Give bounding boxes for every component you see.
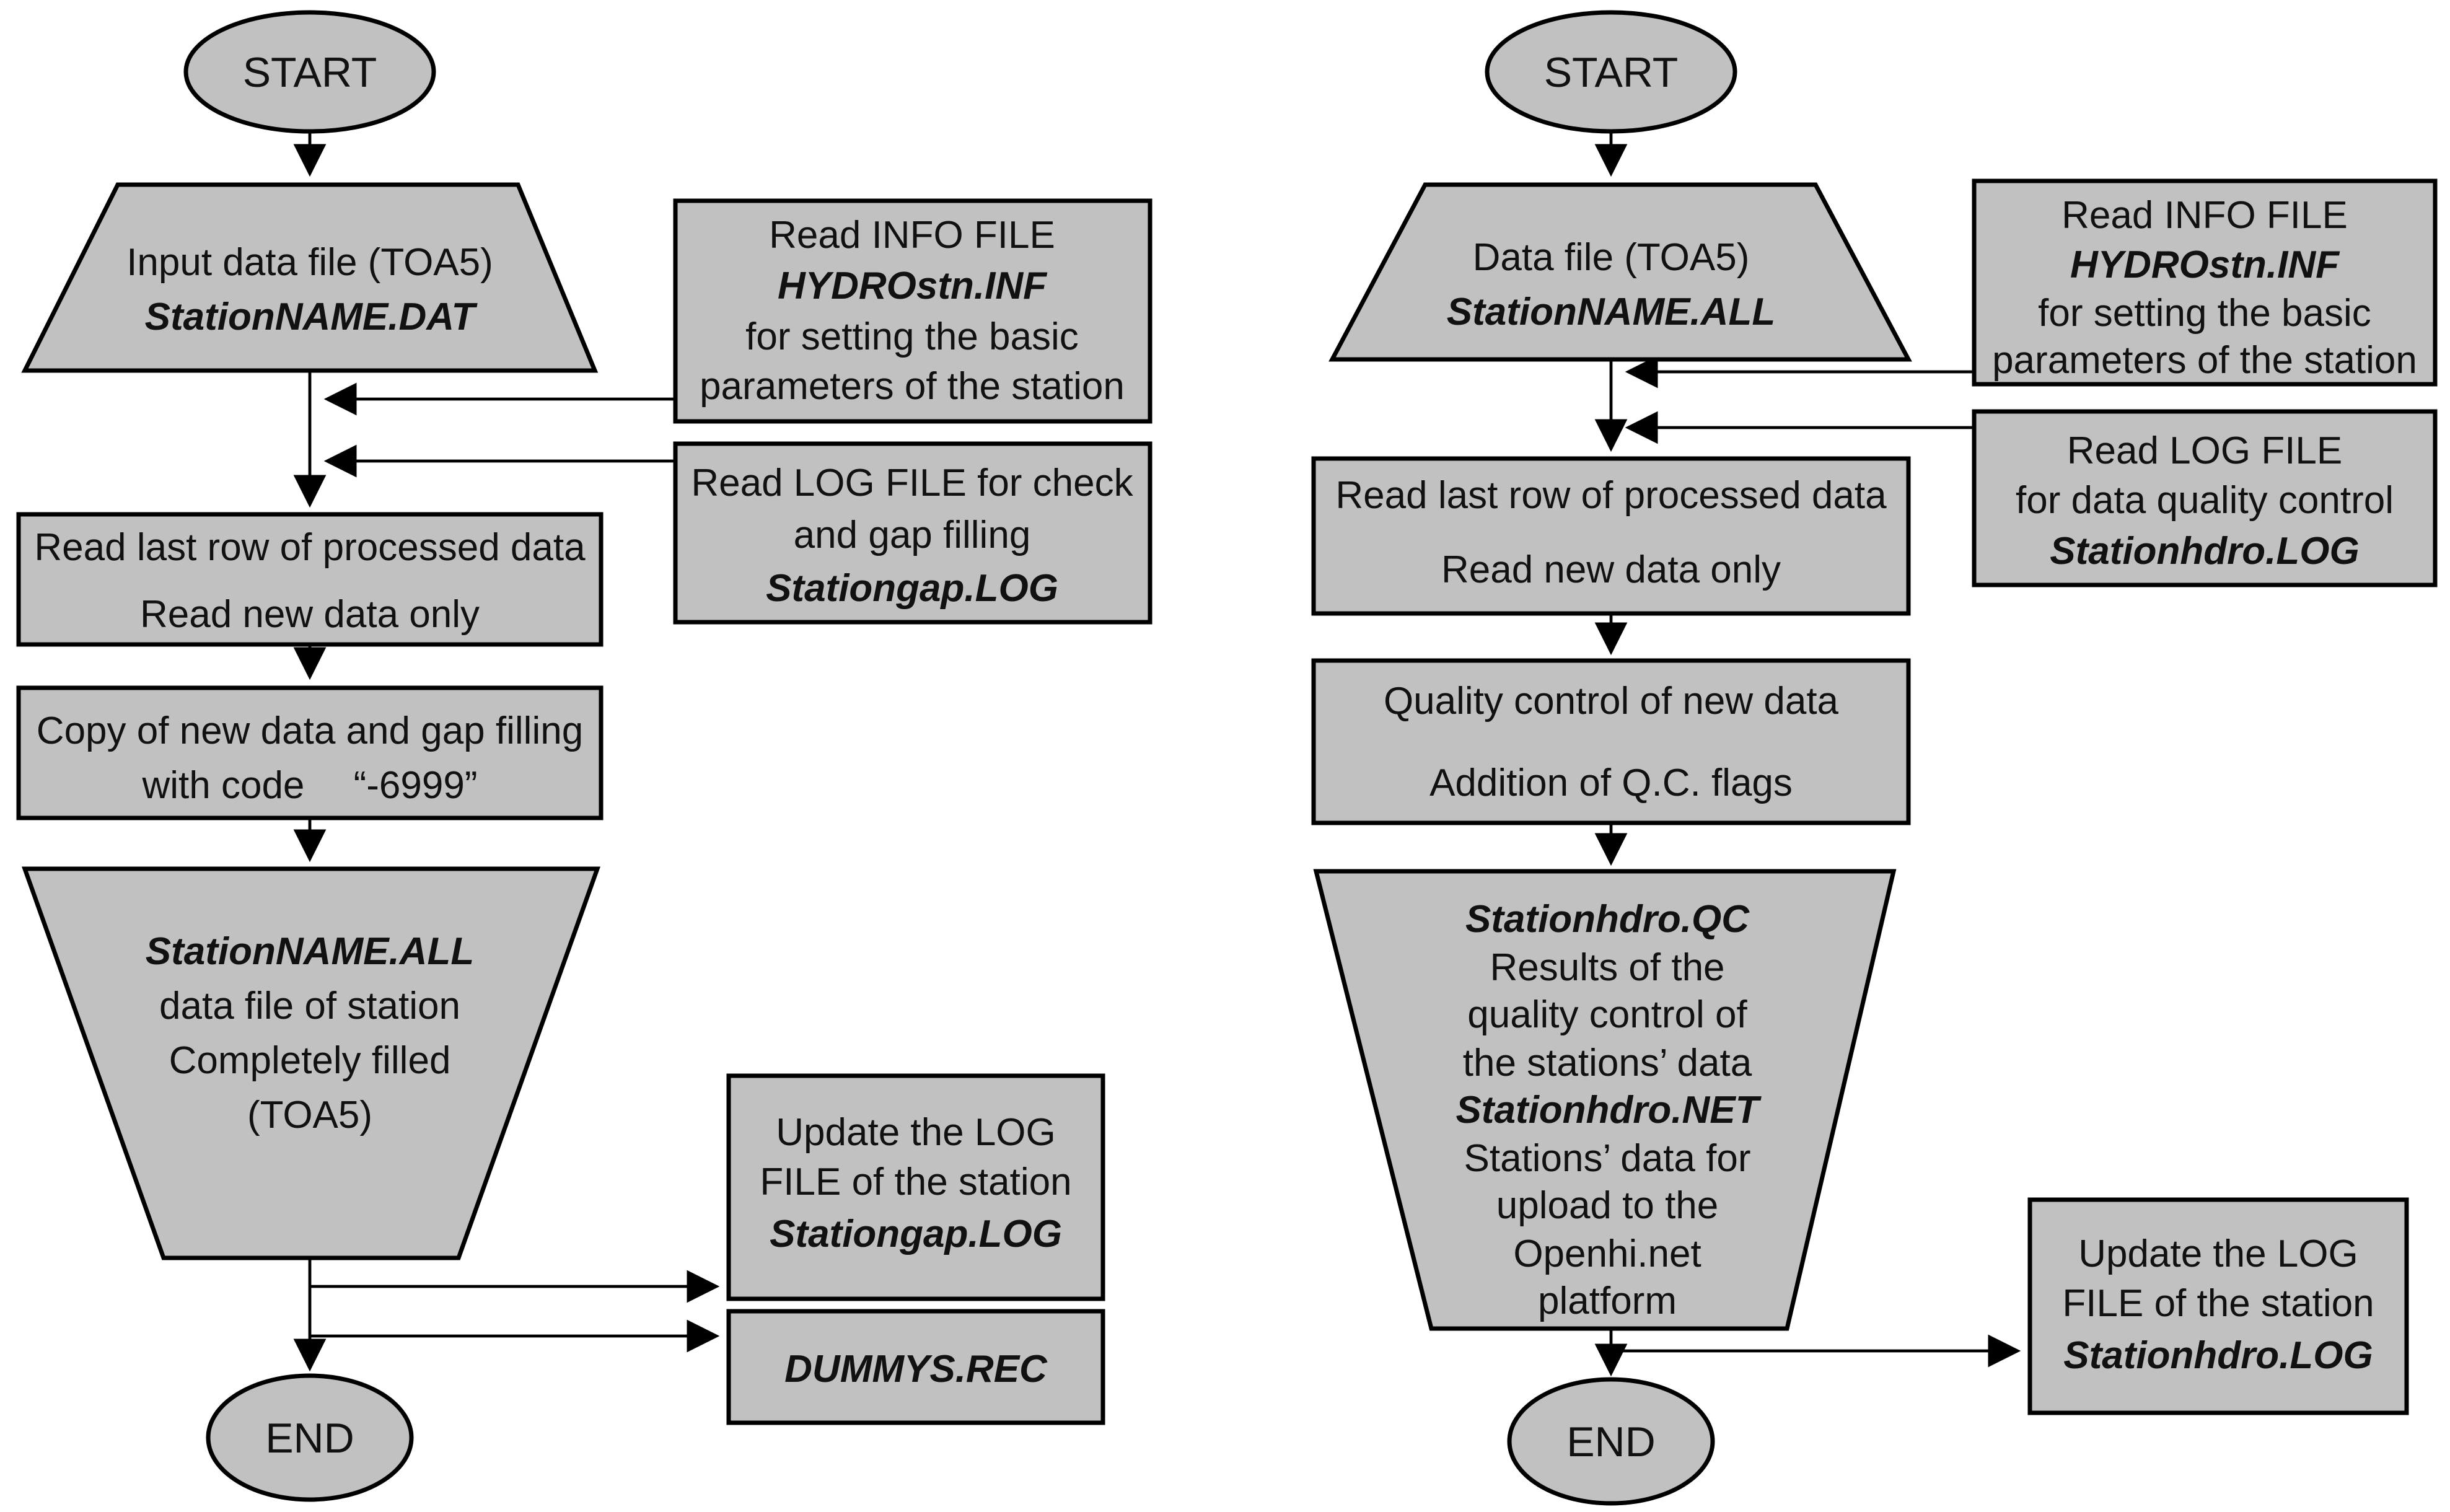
- dummys-rec-box: [726, 1309, 1105, 1425]
- log-line-2: and gap filling: [794, 514, 1031, 556]
- results-line-1: Stationhdro.QC: [1465, 898, 1750, 941]
- end-label: END: [265, 1415, 354, 1462]
- start-terminator-right: [1485, 10, 1737, 134]
- results-line-5: Stationhdro.NET: [1456, 1089, 1762, 1132]
- flowchart-left: START Input data file (TOA5) StationNAME…: [16, 10, 1153, 1502]
- results-trapezoid: [1313, 869, 1897, 1331]
- start-terminator: [183, 10, 436, 134]
- log-right-line-2: for data quality control: [2016, 479, 2394, 522]
- info-line-3: for setting the basic: [745, 315, 1079, 358]
- info-right-line-3: for setting the basic: [2038, 292, 2371, 335]
- results-line-9: platform: [1538, 1280, 1677, 1322]
- info-line-2: HYDROstn.INF: [778, 265, 1048, 307]
- results-line-3: quality control of: [1467, 993, 1747, 1036]
- read-info-file-box: [673, 198, 1153, 424]
- results-line-8: Openhi.net: [1513, 1233, 1701, 1275]
- update-log-box: [726, 1073, 1105, 1301]
- input-line-1: Input data file (TOA5): [126, 241, 493, 284]
- copy-new-data-box: [16, 685, 604, 820]
- copy-line-2: with code “-6999”: [141, 764, 477, 807]
- qc-line-2: Addition of Q.C. flags: [1429, 762, 1793, 804]
- results-line-7: upload to the: [1496, 1184, 1719, 1227]
- data-file-trapezoid: [1328, 182, 1912, 362]
- results-line-2: Results of the: [1490, 946, 1724, 989]
- info-right-line-4: parameters of the station: [1992, 339, 2417, 382]
- info-line-4: parameters of the station: [700, 365, 1125, 408]
- flowchart-right: START Data file (TOA5) StationNAME.ALL R…: [1311, 10, 2438, 1506]
- update-log-box-right: [2027, 1197, 2409, 1415]
- quality-control-box: [1311, 658, 1911, 825]
- read-last-row-box-right: [1311, 456, 1911, 616]
- update-right-line-3: Stationhdro.LOG: [2063, 1334, 2373, 1377]
- info-right-line-1: Read INFO FILE: [2061, 194, 2348, 237]
- qc-line-1: Quality control of new data: [1384, 680, 1839, 723]
- datafile-line-1: Data file (TOA5): [1473, 236, 1750, 279]
- output-line-4: (TOA5): [247, 1094, 372, 1136]
- update-line-1: Update the LOG: [776, 1111, 1056, 1154]
- results-line-6: Stations’ data for: [1464, 1137, 1751, 1180]
- input-line-2: StationNAME.DAT: [145, 296, 478, 338]
- read-log-file-box-right: [1972, 409, 2438, 587]
- end-terminator-right: [1507, 1377, 1715, 1506]
- update-right-line-2: FILE of the station: [2062, 1282, 2374, 1325]
- output-line-3: Completely filled: [169, 1039, 451, 1082]
- read-last-row-line-1: Read last row of processed data: [34, 526, 586, 569]
- results-line-4: the stations’ data: [1463, 1042, 1752, 1084]
- info-line-1: Read INFO FILE: [769, 214, 1055, 257]
- output-line-2: data file of station: [159, 985, 460, 1027]
- read-last-row-right-line-1: Read last row of processed data: [1335, 474, 1887, 517]
- update-line-3: Stationgap.LOG: [770, 1213, 1062, 1255]
- input-data-trapezoid: [21, 182, 599, 373]
- log-line-3: Stationgap.LOG: [766, 567, 1058, 610]
- read-last-row-right-line-2: Read new data only: [1441, 548, 1781, 591]
- read-log-file-box: [673, 441, 1153, 625]
- end-terminator: [206, 1373, 414, 1502]
- update-line-2: FILE of the station: [760, 1161, 1071, 1203]
- read-info-file-box-right: [1972, 178, 2438, 387]
- output-line-1: StationNAME.ALL: [146, 930, 474, 973]
- end-label-right: END: [1566, 1418, 1656, 1466]
- log-right-line-3: Stationhdro.LOG: [2050, 530, 2359, 573]
- read-last-row-box: [16, 512, 604, 647]
- start-label: START: [243, 49, 377, 96]
- read-last-row-line-2: Read new data only: [140, 593, 480, 636]
- update-right-line-1: Update the LOG: [2078, 1233, 2358, 1275]
- dummys-label: DUMMYS.REC: [784, 1348, 1048, 1391]
- copy-line-1: Copy of new data and gap filling: [37, 710, 583, 752]
- log-line-1: Read LOG FILE for check: [691, 462, 1133, 504]
- info-right-line-2: HYDROstn.INF: [2070, 244, 2340, 286]
- start-label-right: START: [1544, 49, 1679, 96]
- datafile-line-2: StationNAME.ALL: [1447, 291, 1775, 333]
- output-file-trapezoid: [22, 866, 600, 1260]
- log-right-line-1: Read LOG FILE: [2067, 429, 2343, 472]
